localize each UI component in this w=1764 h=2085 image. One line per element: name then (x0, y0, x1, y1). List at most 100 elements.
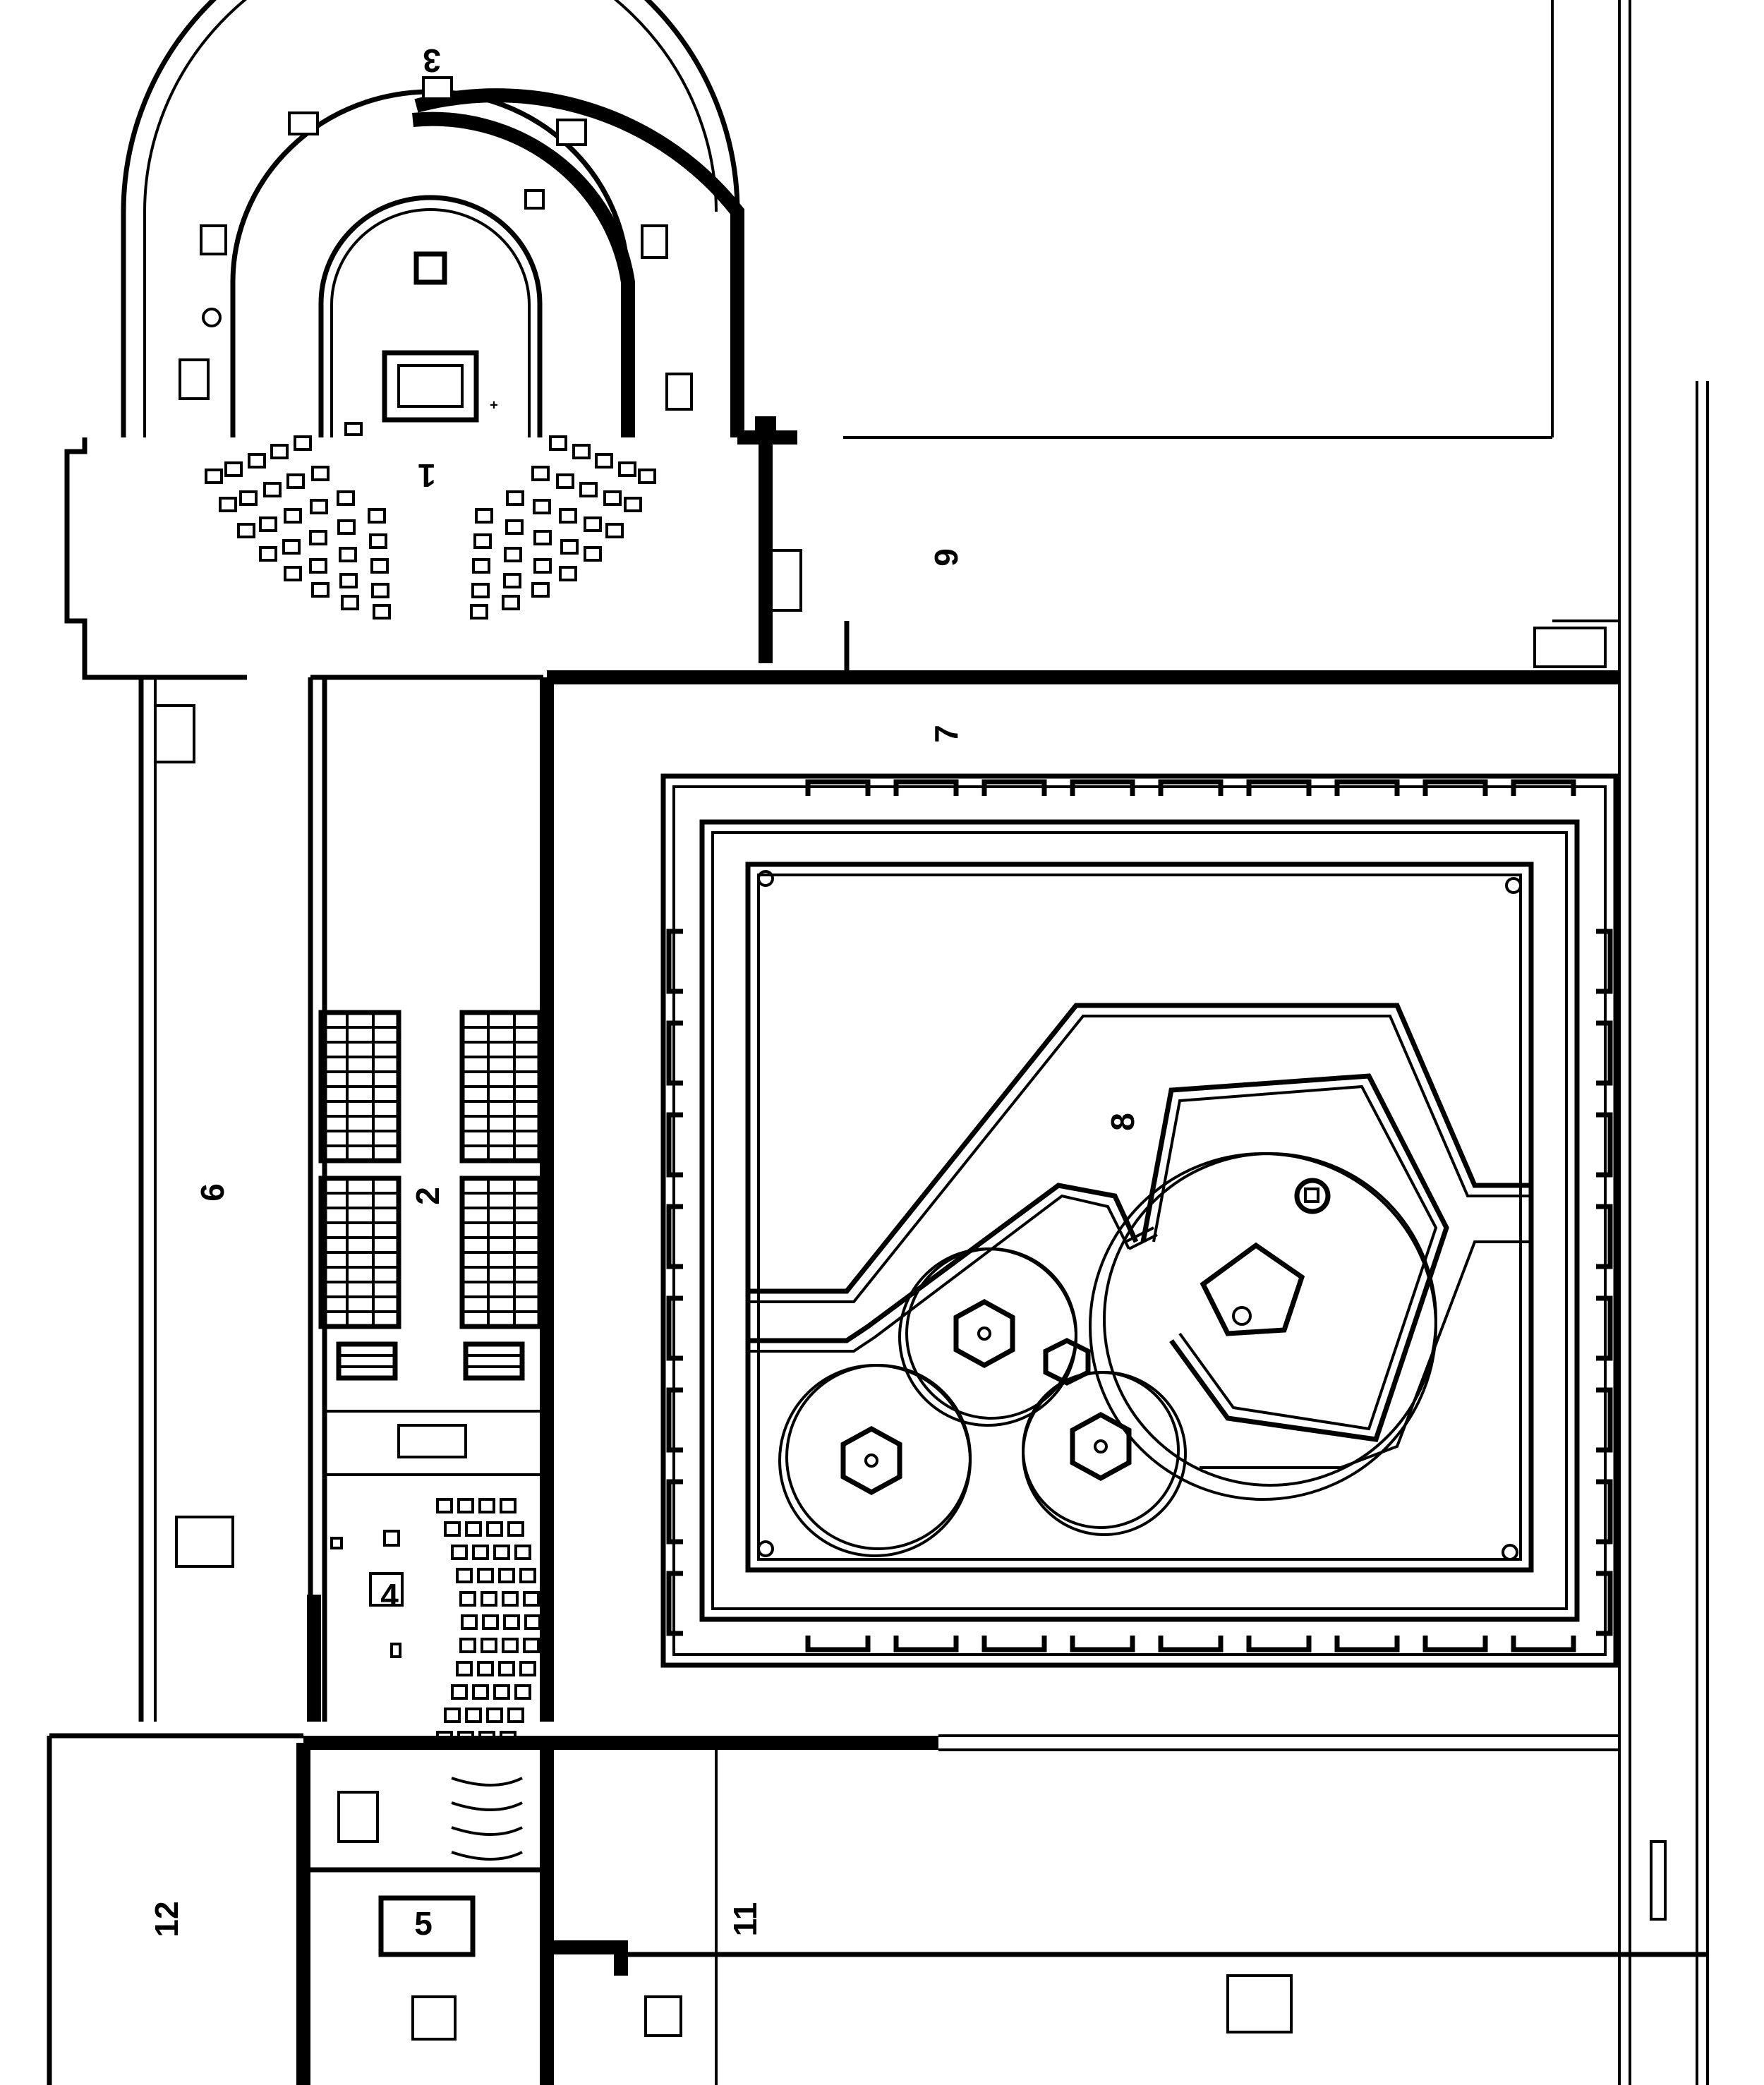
label-4: 4 (380, 1577, 399, 1614)
seat (498, 1568, 515, 1583)
garden-enclosure (547, 670, 1708, 1976)
seat (369, 533, 387, 549)
seat (502, 595, 520, 610)
seat (311, 582, 330, 598)
seat (239, 490, 258, 506)
seat (456, 1568, 473, 1583)
seat (219, 497, 237, 512)
seat (559, 566, 577, 581)
pavilion (1070, 779, 1135, 796)
pavilion (1596, 1204, 1613, 1269)
seat (502, 1591, 519, 1607)
seat (638, 469, 656, 484)
seat (556, 473, 574, 489)
seat (533, 558, 552, 574)
label-3: 3 (423, 42, 441, 79)
pavilion (1422, 779, 1488, 796)
seat (572, 444, 591, 459)
seat (461, 1614, 478, 1630)
seat (451, 1684, 468, 1700)
seat (531, 582, 550, 598)
pavilion (666, 1571, 683, 1636)
seat (237, 523, 255, 538)
seat (477, 1568, 494, 1583)
seat (457, 1498, 474, 1513)
pavilion (1596, 1020, 1613, 1086)
site-boundary-lines (843, 0, 1709, 2085)
pavilion (805, 779, 871, 796)
pavilion (1596, 1479, 1613, 1545)
pavilion (981, 779, 1047, 796)
pavilion (666, 1479, 683, 1545)
pavilion (805, 1636, 871, 1652)
pavilion (1596, 1387, 1613, 1453)
pavilion (666, 1204, 683, 1269)
room-12 (47, 1733, 303, 2085)
room-labels: 1 2 3 4 5 6 7 8 9 11 12 (148, 42, 1141, 1942)
seat (436, 1498, 453, 1513)
label-8: 8 (1104, 1113, 1141, 1131)
pavilion (1511, 1636, 1576, 1652)
seat (502, 1638, 519, 1653)
room-11 (411, 1743, 1667, 2085)
pavilion (981, 1636, 1047, 1652)
pavilion (1334, 1636, 1400, 1652)
svg-text:+: + (490, 397, 498, 413)
seat (284, 508, 302, 524)
seat (503, 1614, 520, 1630)
seat (248, 453, 266, 469)
seat (486, 1708, 503, 1723)
pavilion (1596, 929, 1613, 994)
seat (337, 490, 355, 506)
seat (294, 435, 312, 451)
seat (465, 1521, 482, 1537)
pavilion (1158, 779, 1224, 796)
seat (473, 533, 492, 549)
seat (309, 530, 327, 545)
seat (478, 1498, 495, 1513)
seat (618, 461, 636, 477)
seat (584, 546, 602, 562)
room-4-seating (436, 1498, 541, 1746)
seat (284, 566, 302, 581)
seat (507, 1521, 524, 1537)
seat (472, 1684, 489, 1700)
pavilion (1596, 1112, 1613, 1178)
seat (603, 490, 622, 506)
pavilion (1246, 1636, 1312, 1652)
seat (579, 482, 598, 497)
seat (286, 473, 305, 489)
seat (205, 469, 223, 484)
seat (472, 558, 490, 574)
seat (506, 490, 524, 506)
seat (559, 508, 577, 524)
seat (595, 453, 613, 469)
seat (498, 1661, 515, 1676)
label-12: 12 (148, 1901, 185, 1937)
seat (470, 604, 488, 620)
label-2: 2 (409, 1187, 446, 1205)
pavilion (1158, 1636, 1224, 1652)
seat (224, 461, 243, 477)
seat (504, 547, 522, 562)
seat (523, 1638, 540, 1653)
seat (493, 1684, 510, 1700)
semicircular-hall: + (64, 0, 797, 680)
seat (371, 583, 389, 598)
seat (309, 558, 327, 574)
seat (560, 539, 579, 555)
seat (524, 1614, 541, 1630)
seat (368, 508, 386, 524)
seat (444, 1708, 461, 1723)
seat (339, 547, 357, 562)
seat (282, 539, 301, 555)
seat (311, 466, 330, 481)
seat (486, 1521, 503, 1537)
seat (481, 1638, 497, 1653)
seat (459, 1638, 476, 1653)
seat (514, 1684, 531, 1700)
seat (263, 482, 282, 497)
pavilion (1334, 779, 1400, 796)
seat (624, 497, 642, 512)
